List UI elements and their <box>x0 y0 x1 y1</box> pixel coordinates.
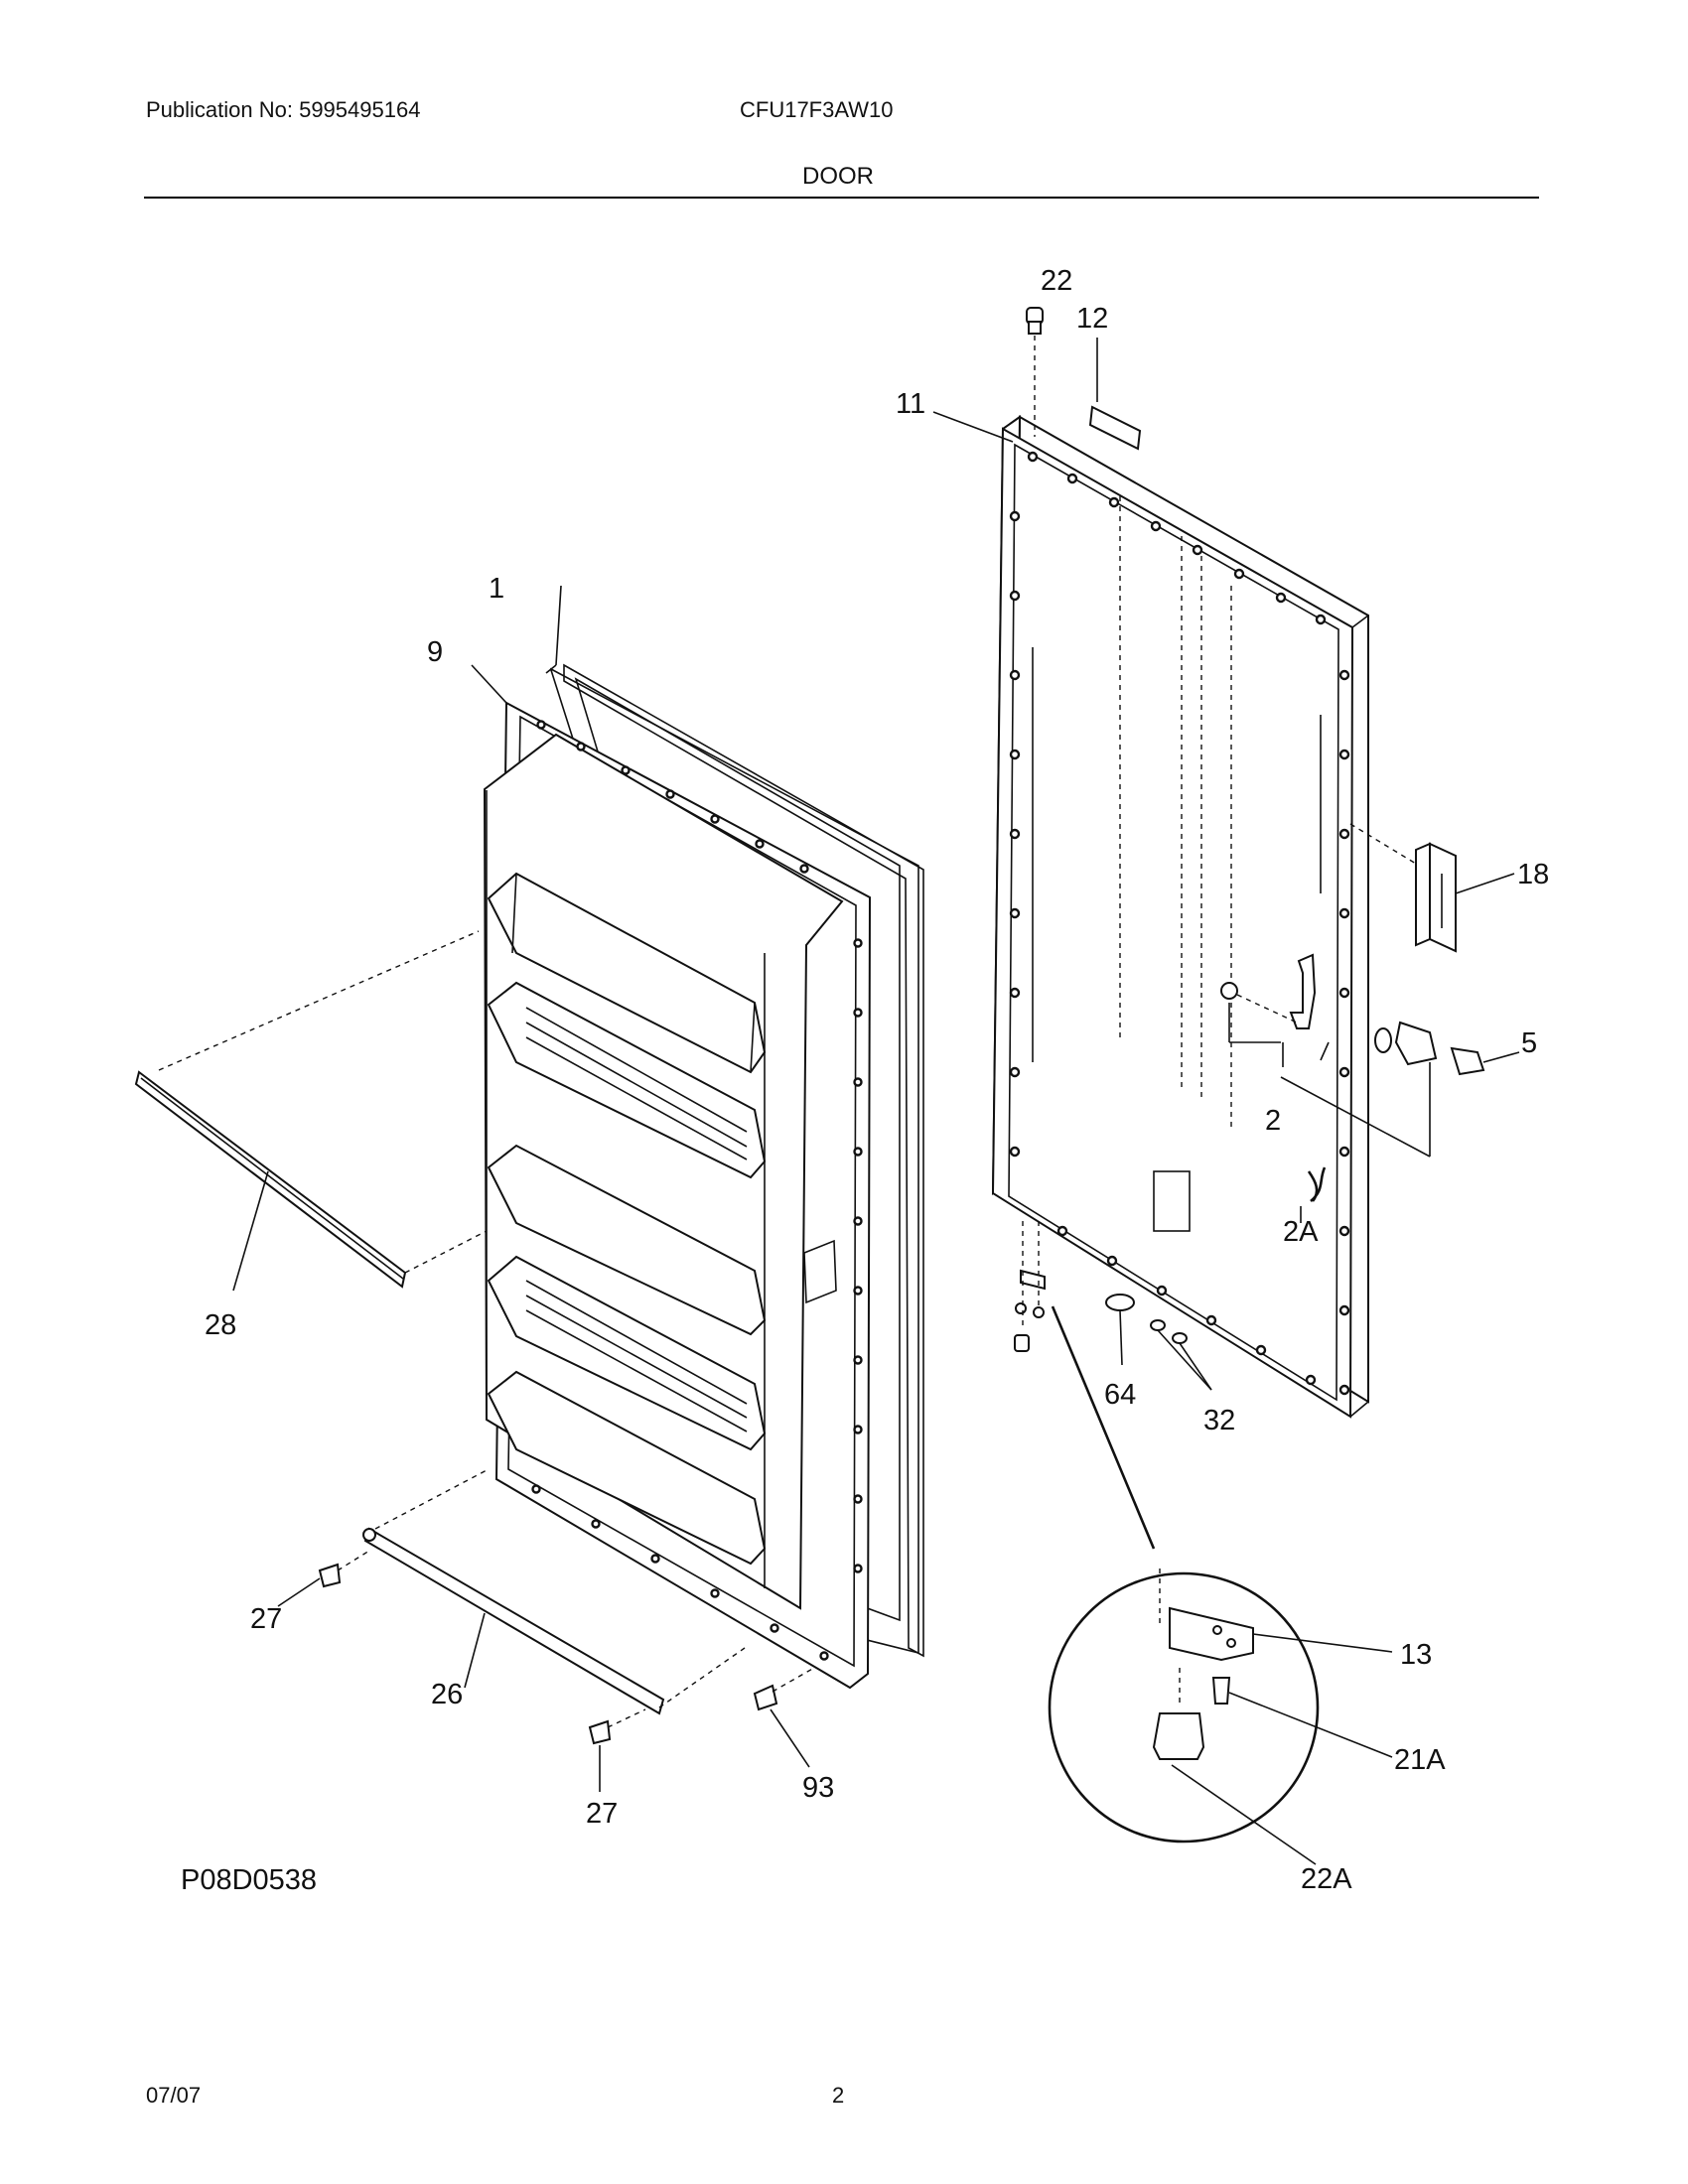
callout-5: 5 <box>1521 1027 1537 1059</box>
callout-18: 18 <box>1517 859 1549 890</box>
pin-93 <box>753 1667 815 1768</box>
lock-assembly <box>1220 953 1520 1202</box>
page-number: 2 <box>832 2083 845 2108</box>
callout-27-bottom: 27 <box>586 1798 618 1830</box>
drawing-id: P08D0538 <box>181 1864 318 1896</box>
callout-64: 64 <box>1104 1379 1136 1411</box>
callout-93: 93 <box>802 1772 834 1804</box>
callout-12: 12 <box>1076 303 1108 335</box>
callout-2: 2 <box>1265 1105 1281 1137</box>
handle-18 <box>1349 823 1515 953</box>
shelf-wire-2 <box>487 1255 767 1451</box>
leader-11 <box>932 411 1014 443</box>
callout-21A: 21A <box>1394 1744 1446 1776</box>
bottom-hardware <box>1014 1221 1212 1391</box>
label-part <box>1088 338 1142 451</box>
section-title: DOOR <box>802 163 874 190</box>
callout-26: 26 <box>431 1679 463 1710</box>
shelf-bar-26 <box>362 1468 746 1715</box>
footer-date: 07/07 <box>146 2083 202 2108</box>
callout-28: 28 <box>205 1309 236 1341</box>
detail-circle <box>1048 1305 1393 1865</box>
panel-holes <box>1009 451 1350 1396</box>
callout-32: 32 <box>1203 1405 1235 1436</box>
pin-27-left <box>277 1550 370 1607</box>
callout-13: 13 <box>1400 1639 1432 1671</box>
callout-22: 22 <box>1041 265 1072 297</box>
callout-9: 9 <box>427 636 443 668</box>
callout-1: 1 <box>489 573 504 605</box>
model-number: CFU17F3AW10 <box>740 97 894 122</box>
liner-holes <box>531 720 863 1661</box>
callout-27-left: 27 <box>250 1603 282 1635</box>
pin-27-bottom <box>588 1708 646 1792</box>
shelf-wire-1 <box>487 981 767 1179</box>
inner-liner-9 <box>471 664 872 1690</box>
shelf-upper <box>487 872 767 1074</box>
shelf-bar-28 <box>134 930 488 1292</box>
shelf-bottom <box>487 1370 767 1566</box>
top-plug-22 <box>1026 307 1044 437</box>
publication-number: Publication No: 5995495164 <box>146 97 421 122</box>
header-rule <box>144 197 1539 199</box>
callout-22A: 22A <box>1301 1863 1352 1895</box>
callout-11: 11 <box>896 388 925 420</box>
leader-2 <box>1320 1041 1330 1061</box>
callout-2A: 2A <box>1283 1216 1319 1248</box>
shelf-upper-mid <box>487 1144 767 1336</box>
outer-door-panel <box>991 415 1369 1419</box>
